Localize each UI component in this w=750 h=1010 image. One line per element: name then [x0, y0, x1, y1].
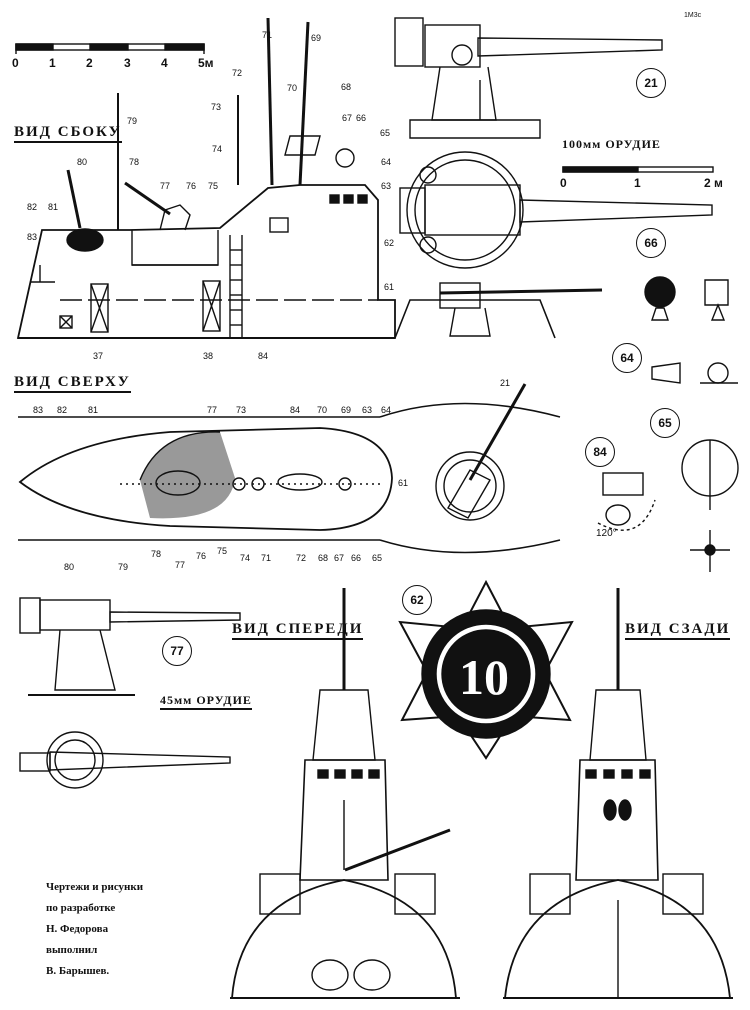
- rear-view: [503, 588, 733, 999]
- gun-scale-tick-2: 2 м: [704, 176, 723, 190]
- top-callout: 75: [217, 546, 228, 556]
- top-callout: 21: [500, 378, 511, 388]
- gun-100mm-caption: 100мм ОРУДИЕ: [562, 137, 661, 151]
- angle-label: 120°: [596, 528, 617, 539]
- detail-64-device: [651, 362, 738, 384]
- marker-64: 64: [612, 343, 642, 373]
- credits-block: Чертежи и рисунки по разработке Н. Федор…: [46, 877, 143, 982]
- marker-21: 21: [636, 68, 666, 98]
- side-callout: 62: [384, 238, 395, 248]
- scale-tick-2: 2: [86, 56, 93, 70]
- side-callout: 70: [287, 83, 298, 93]
- top-callout: 72: [296, 553, 307, 563]
- top-view-label: ВИД СВЕРХУ: [14, 374, 131, 393]
- top-callout: 84: [290, 405, 301, 415]
- badge-star: [398, 579, 574, 760]
- top-callout: 67: [334, 553, 345, 563]
- side-callout: 77: [160, 181, 171, 191]
- top-callout: 83: [33, 405, 44, 415]
- top-callout: 69: [341, 405, 352, 415]
- side-callout: 78: [129, 157, 140, 167]
- top-callout: 82: [57, 405, 68, 415]
- detail-65-light: [681, 439, 739, 572]
- corner-mark: 1М3с: [684, 12, 702, 19]
- badge-number: 10: [459, 649, 509, 705]
- gun-45mm: [19, 597, 241, 789]
- side-callout: 75: [208, 181, 219, 191]
- credits-line: выполнил: [46, 944, 98, 956]
- side-callout: 83: [27, 232, 38, 242]
- top-callout: 80: [64, 562, 75, 572]
- marker-65: 65: [650, 408, 680, 438]
- marker-84: 84: [585, 437, 615, 467]
- detail-84-light: [597, 472, 656, 531]
- gun-100mm-top: [399, 151, 713, 269]
- top-callout: 71: [261, 553, 272, 563]
- side-callout: 67: [342, 113, 353, 123]
- side-callout: 73: [211, 102, 222, 112]
- side-callout: 61: [384, 282, 395, 292]
- credits-line: по разработке: [46, 902, 116, 914]
- side-callout: 72: [232, 68, 243, 78]
- main-scale-bar: [15, 43, 205, 54]
- front-view: [230, 588, 460, 999]
- side-callout: 76: [186, 181, 197, 191]
- gun-100mm-side: [394, 17, 663, 139]
- side-callout: 64: [381, 157, 392, 167]
- marker-62: 62: [402, 585, 432, 615]
- side-callout: 79: [127, 116, 138, 126]
- credits-line: Н. Федорова: [46, 923, 109, 935]
- side-callout: 71: [262, 30, 273, 40]
- detail-66-lights: [644, 276, 729, 321]
- top-callout: 63: [362, 405, 373, 415]
- credits-line: В. Барышев.: [46, 965, 110, 977]
- top-callout: 70: [317, 405, 328, 415]
- front-view-label: ВИД СПЕРЕДИ: [232, 621, 364, 640]
- top-callout: 74: [240, 553, 251, 563]
- side-callout: 82: [27, 202, 38, 212]
- side-callout: 74: [212, 144, 223, 154]
- top-callout: 77: [207, 405, 218, 415]
- top-callout: 77: [175, 560, 186, 570]
- top-callout: 65: [372, 553, 383, 563]
- scale-tick-0: 0: [12, 56, 19, 70]
- top-view-hull: [18, 383, 561, 554]
- scale-tick-3: 3: [124, 56, 131, 70]
- side-callout: 69: [311, 33, 322, 43]
- top-callout: 78: [151, 549, 162, 559]
- gun-scale-tick-1: 1: [634, 176, 641, 190]
- gun-45mm-caption: 45мм ОРУДИЕ: [160, 693, 252, 710]
- side-view-hull: [16, 17, 603, 339]
- side-callout: 80: [77, 157, 88, 167]
- side-callout: 66: [356, 113, 367, 123]
- scale-tick-4: 4: [161, 56, 168, 70]
- marker-77: 77: [162, 636, 192, 666]
- side-callout: 68: [341, 82, 352, 92]
- top-callout: 66: [351, 553, 362, 563]
- credits-line: Чертежи и рисунки: [46, 881, 144, 893]
- side-callout: 81: [48, 202, 59, 212]
- top-callout: 64: [381, 405, 392, 415]
- top-callout: 76: [196, 551, 207, 561]
- top-callout: 79: [118, 562, 129, 572]
- side-callout: 38: [203, 351, 214, 361]
- side-view-label: ВИД СБОКУ: [14, 124, 122, 143]
- side-callout: 37: [93, 351, 104, 361]
- side-callout: 84: [258, 351, 269, 361]
- top-callout: 68: [318, 553, 329, 563]
- top-callout: 73: [236, 405, 247, 415]
- gun-scale-bar: [562, 166, 714, 173]
- side-callout: 63: [381, 181, 392, 191]
- top-callout: 61: [398, 478, 409, 488]
- gun-scale-tick-0: 0: [560, 176, 567, 190]
- side-callout: 65: [380, 128, 391, 138]
- top-callout: 81: [88, 405, 99, 415]
- marker-66: 66: [636, 228, 666, 258]
- scale-tick-5: 5м: [198, 56, 214, 70]
- rear-view-label: ВИД СЗАДИ: [625, 621, 731, 640]
- scale-tick-1: 1: [49, 56, 56, 70]
